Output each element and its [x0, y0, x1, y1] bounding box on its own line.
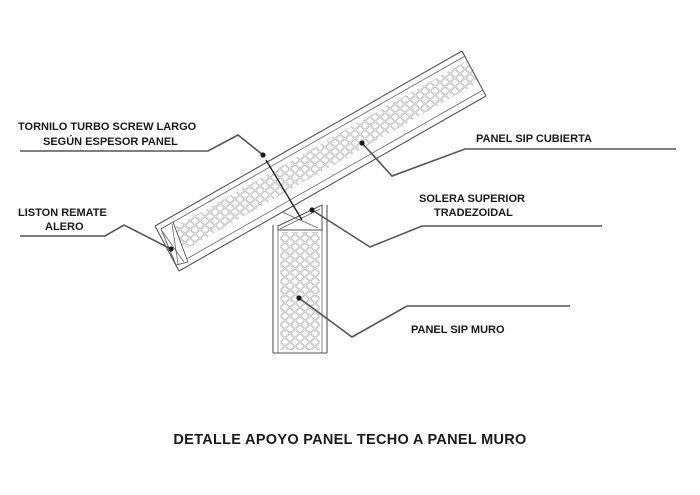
leader-top-plate — [311, 209, 602, 248]
screw-shaft — [265, 159, 303, 221]
leader-screw — [20, 134, 264, 156]
label-eave-line2: ALERO — [45, 221, 84, 233]
wall-sip-panel — [272, 205, 328, 354]
eave-trim-batten — [160, 221, 189, 266]
label-eave-line1: LISTON REMATE — [18, 207, 107, 219]
label-top-plate-line2: TRADEZOIDAL — [434, 207, 513, 219]
label-screw-line1: TORNILO TURBO SCREW LARGO — [18, 121, 197, 133]
label-screw-line2: SEGÚN ESPESOR PANEL — [43, 135, 178, 148]
label-roof-panel: PANEL SIP CUBIERTA — [476, 133, 592, 145]
label-wall-panel: PANEL SIP MURO — [411, 324, 505, 336]
leader-roof-panel — [361, 142, 676, 177]
label-top-plate-line1: SOLERA SUPERIOR — [419, 193, 525, 205]
roof-panel-core — [166, 61, 479, 253]
leader-wall-panel — [298, 297, 570, 338]
leader-dots — [168, 140, 365, 301]
roof-sip-panel — [154, 50, 487, 272]
leader-eave — [20, 224, 172, 250]
wall-panel-core — [280, 232, 320, 350]
leader-lines — [20, 134, 676, 338]
drawing-title: DETALLE APOYO PANEL TECHO A PANEL MURO — [173, 432, 526, 448]
